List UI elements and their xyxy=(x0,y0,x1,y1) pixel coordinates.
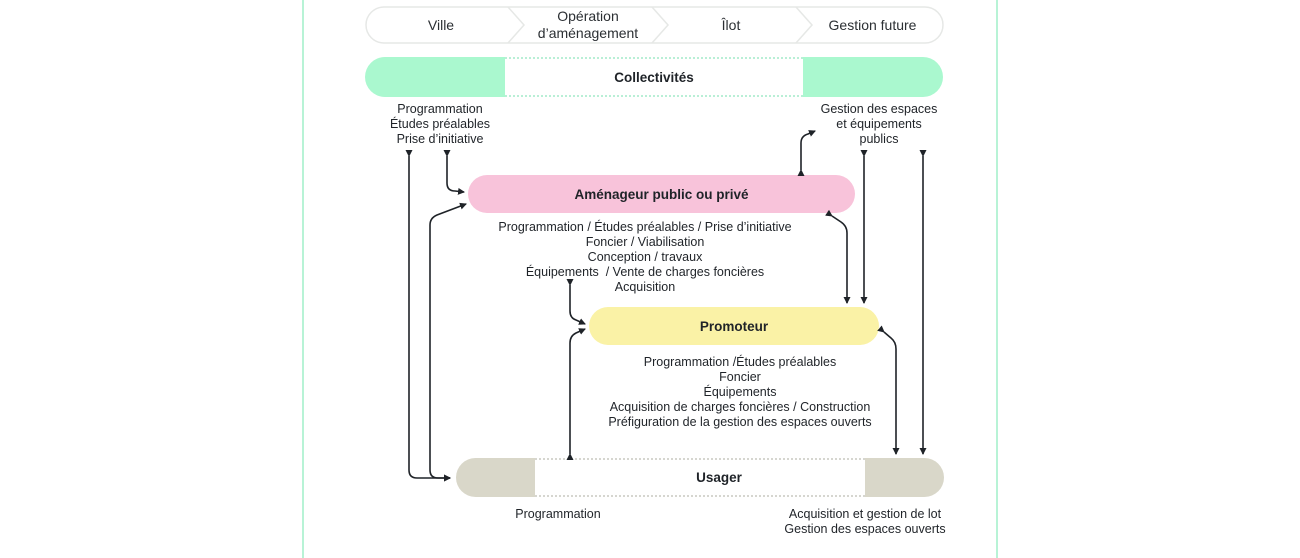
usager-right-roles: Acquisition et gestion de lot Gestion de… xyxy=(770,507,960,537)
usager-left-cap xyxy=(456,458,535,497)
arrow-usager-collectivites-left xyxy=(405,150,451,482)
role-text: Gestion des espaces xyxy=(820,102,938,116)
arrow-collectivites-amenageur xyxy=(443,150,465,195)
role-text: Prise d’initiative xyxy=(396,132,484,146)
promoteur-label: Promoteur xyxy=(699,318,769,334)
role-text: et équipements xyxy=(836,117,922,131)
amenageur-label: Aménageur public ou privé xyxy=(574,186,749,202)
usager-dotted-span xyxy=(535,458,865,497)
role-text: Programmation xyxy=(397,102,483,116)
collectivites-left-roles: Programmation Études préalables Prise d’… xyxy=(370,102,510,147)
phase-strip-outline xyxy=(365,6,944,44)
collectivites-bar: Collectivités xyxy=(365,57,943,97)
usager-right-cap xyxy=(865,458,944,497)
role-text: Conception / travaux xyxy=(587,250,703,264)
role-text: Gestion des espaces ouverts xyxy=(784,522,946,536)
role-text: Foncier xyxy=(719,370,761,384)
collectivites-label: Collectivités xyxy=(614,69,694,85)
phase-ilot: Îlot xyxy=(721,16,741,33)
phase-operation-amenagement: Opération d’aménagement xyxy=(537,8,639,41)
role-text: Préfiguration de la gestion des espaces … xyxy=(608,415,872,429)
usager-bar: Usager xyxy=(456,458,944,497)
collectivites-dotted-span xyxy=(505,57,803,97)
usager-left-roles: Programmation xyxy=(488,507,628,522)
arrow-usager-amenageur xyxy=(429,469,451,482)
role-text: Acquisition et gestion de lot xyxy=(788,507,942,521)
role-text: Programmation / Études préalables / Pris… xyxy=(498,220,792,234)
role-text: Équipements / Vente de charges foncières xyxy=(525,265,765,279)
promoteur-bar: Promoteur xyxy=(589,307,879,345)
role-text: Foncier / Viabilisation xyxy=(585,235,705,249)
role-text: Programmation /Études préalables xyxy=(643,355,837,369)
role-text: Équipements xyxy=(703,385,777,399)
role-text: publics xyxy=(859,132,899,146)
role-text: Programmation xyxy=(515,507,601,521)
arrow-promoteur-usager-right xyxy=(877,325,900,455)
arrows-layer xyxy=(405,130,927,482)
promoteur-roles: Programmation /Études préalables Foncier… xyxy=(590,355,890,430)
arrow-usager-amenageur-up xyxy=(429,202,467,470)
amenageur-roles: Programmation / Études préalables / Pris… xyxy=(470,220,820,295)
phase-ville: Ville xyxy=(427,16,455,33)
role-text: Acquisition de charges foncières / Const… xyxy=(609,400,871,414)
collectivites-left-cap xyxy=(365,57,505,97)
usager-label: Usager xyxy=(696,470,742,485)
amenageur-bar: Aménageur public ou privé xyxy=(468,175,855,213)
arrow-usager-promoteur-left xyxy=(566,328,586,460)
arrow-amenageur-promoteur xyxy=(825,209,851,304)
role-text: Études préalables xyxy=(389,117,491,131)
phase-strip: Ville Opération d’aménagement Îlot Gesti… xyxy=(365,6,944,44)
phase-gestion-future: Gestion future xyxy=(828,16,917,33)
collectivites-right-cap xyxy=(803,57,943,97)
diagram-frame xyxy=(302,0,998,558)
arrow-amenageur-promoteur-left xyxy=(566,279,586,325)
arrow-amenageur-gestion xyxy=(797,130,816,176)
collectivites-right-roles: Gestion des espaces et équipements publi… xyxy=(808,102,950,147)
role-text: Acquisition xyxy=(614,280,676,294)
